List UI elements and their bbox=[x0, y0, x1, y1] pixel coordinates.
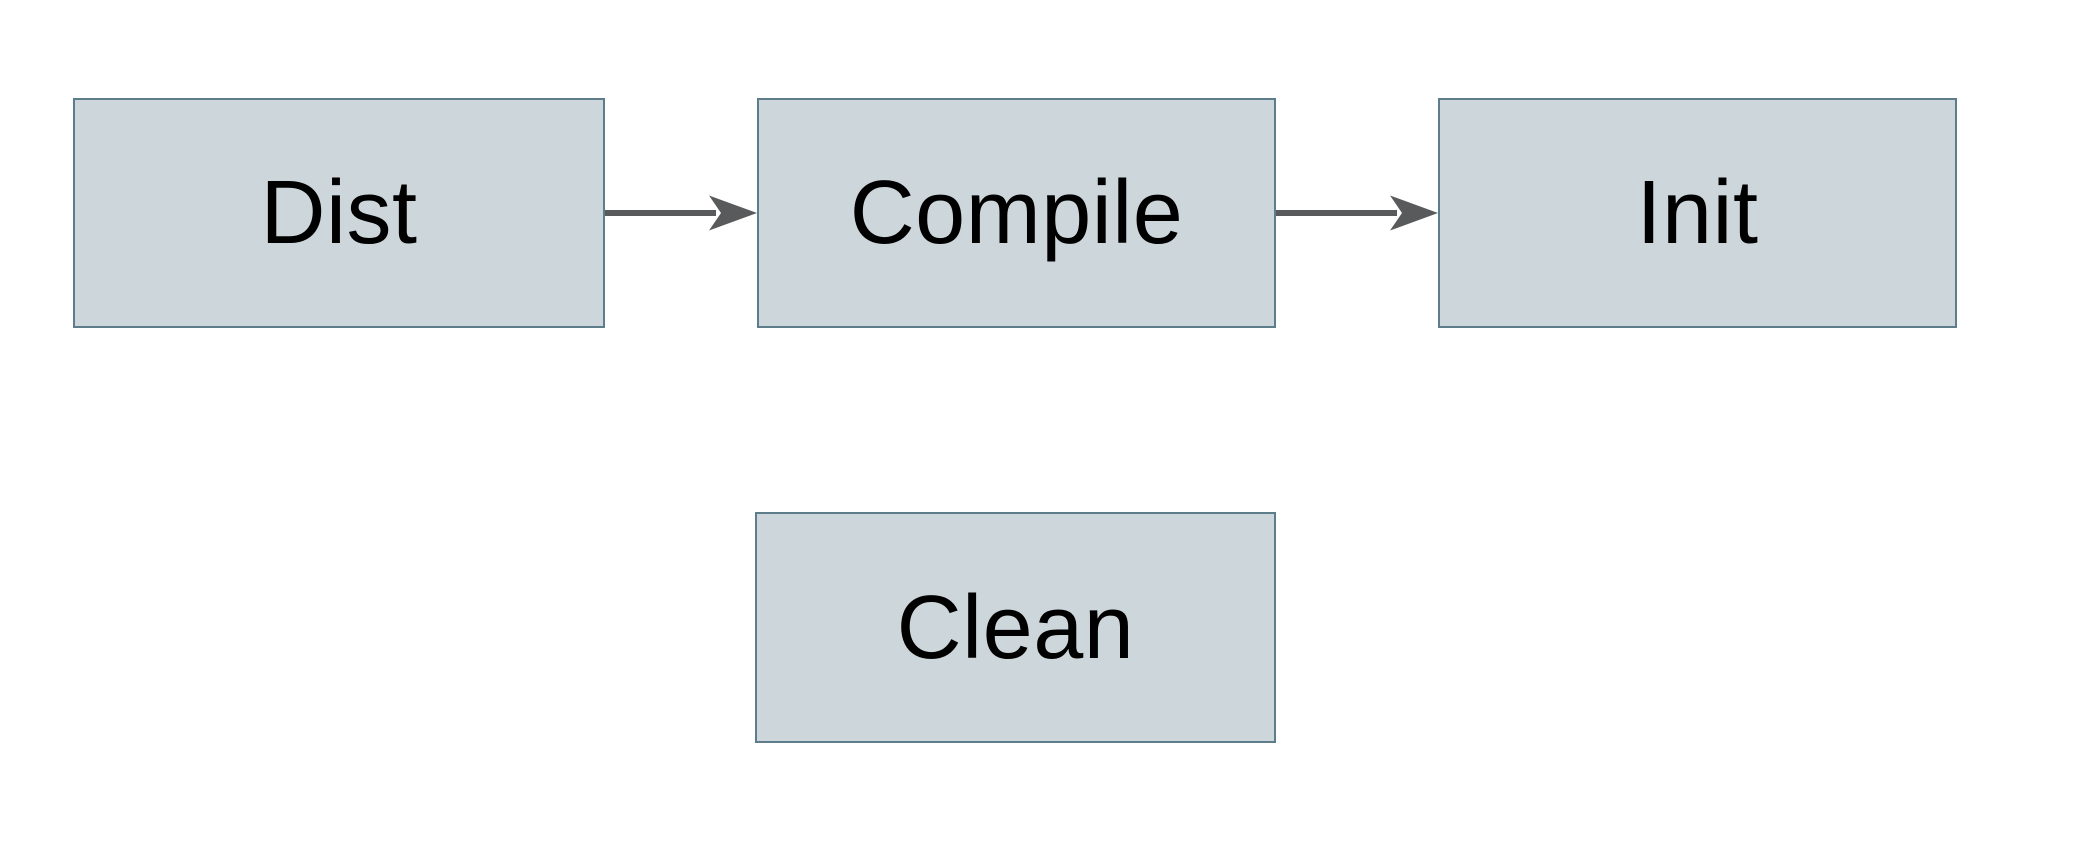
arrow-dist-to-compile-head bbox=[709, 195, 757, 231]
node-clean[interactable]: Clean bbox=[755, 512, 1276, 743]
arrow-compile-to-init-head bbox=[1390, 195, 1438, 231]
node-init-label: Init bbox=[1636, 163, 1759, 263]
node-dist-label: Dist bbox=[260, 163, 418, 263]
arrow-dist-to-compile-icon bbox=[605, 195, 757, 231]
node-init[interactable]: Init bbox=[1438, 98, 1957, 328]
node-compile-label: Compile bbox=[849, 163, 1184, 263]
node-dist[interactable]: Dist bbox=[73, 98, 605, 328]
node-clean-label: Clean bbox=[896, 577, 1135, 678]
node-compile[interactable]: Compile bbox=[757, 98, 1276, 328]
arrow-compile-to-init-icon bbox=[1276, 195, 1438, 231]
